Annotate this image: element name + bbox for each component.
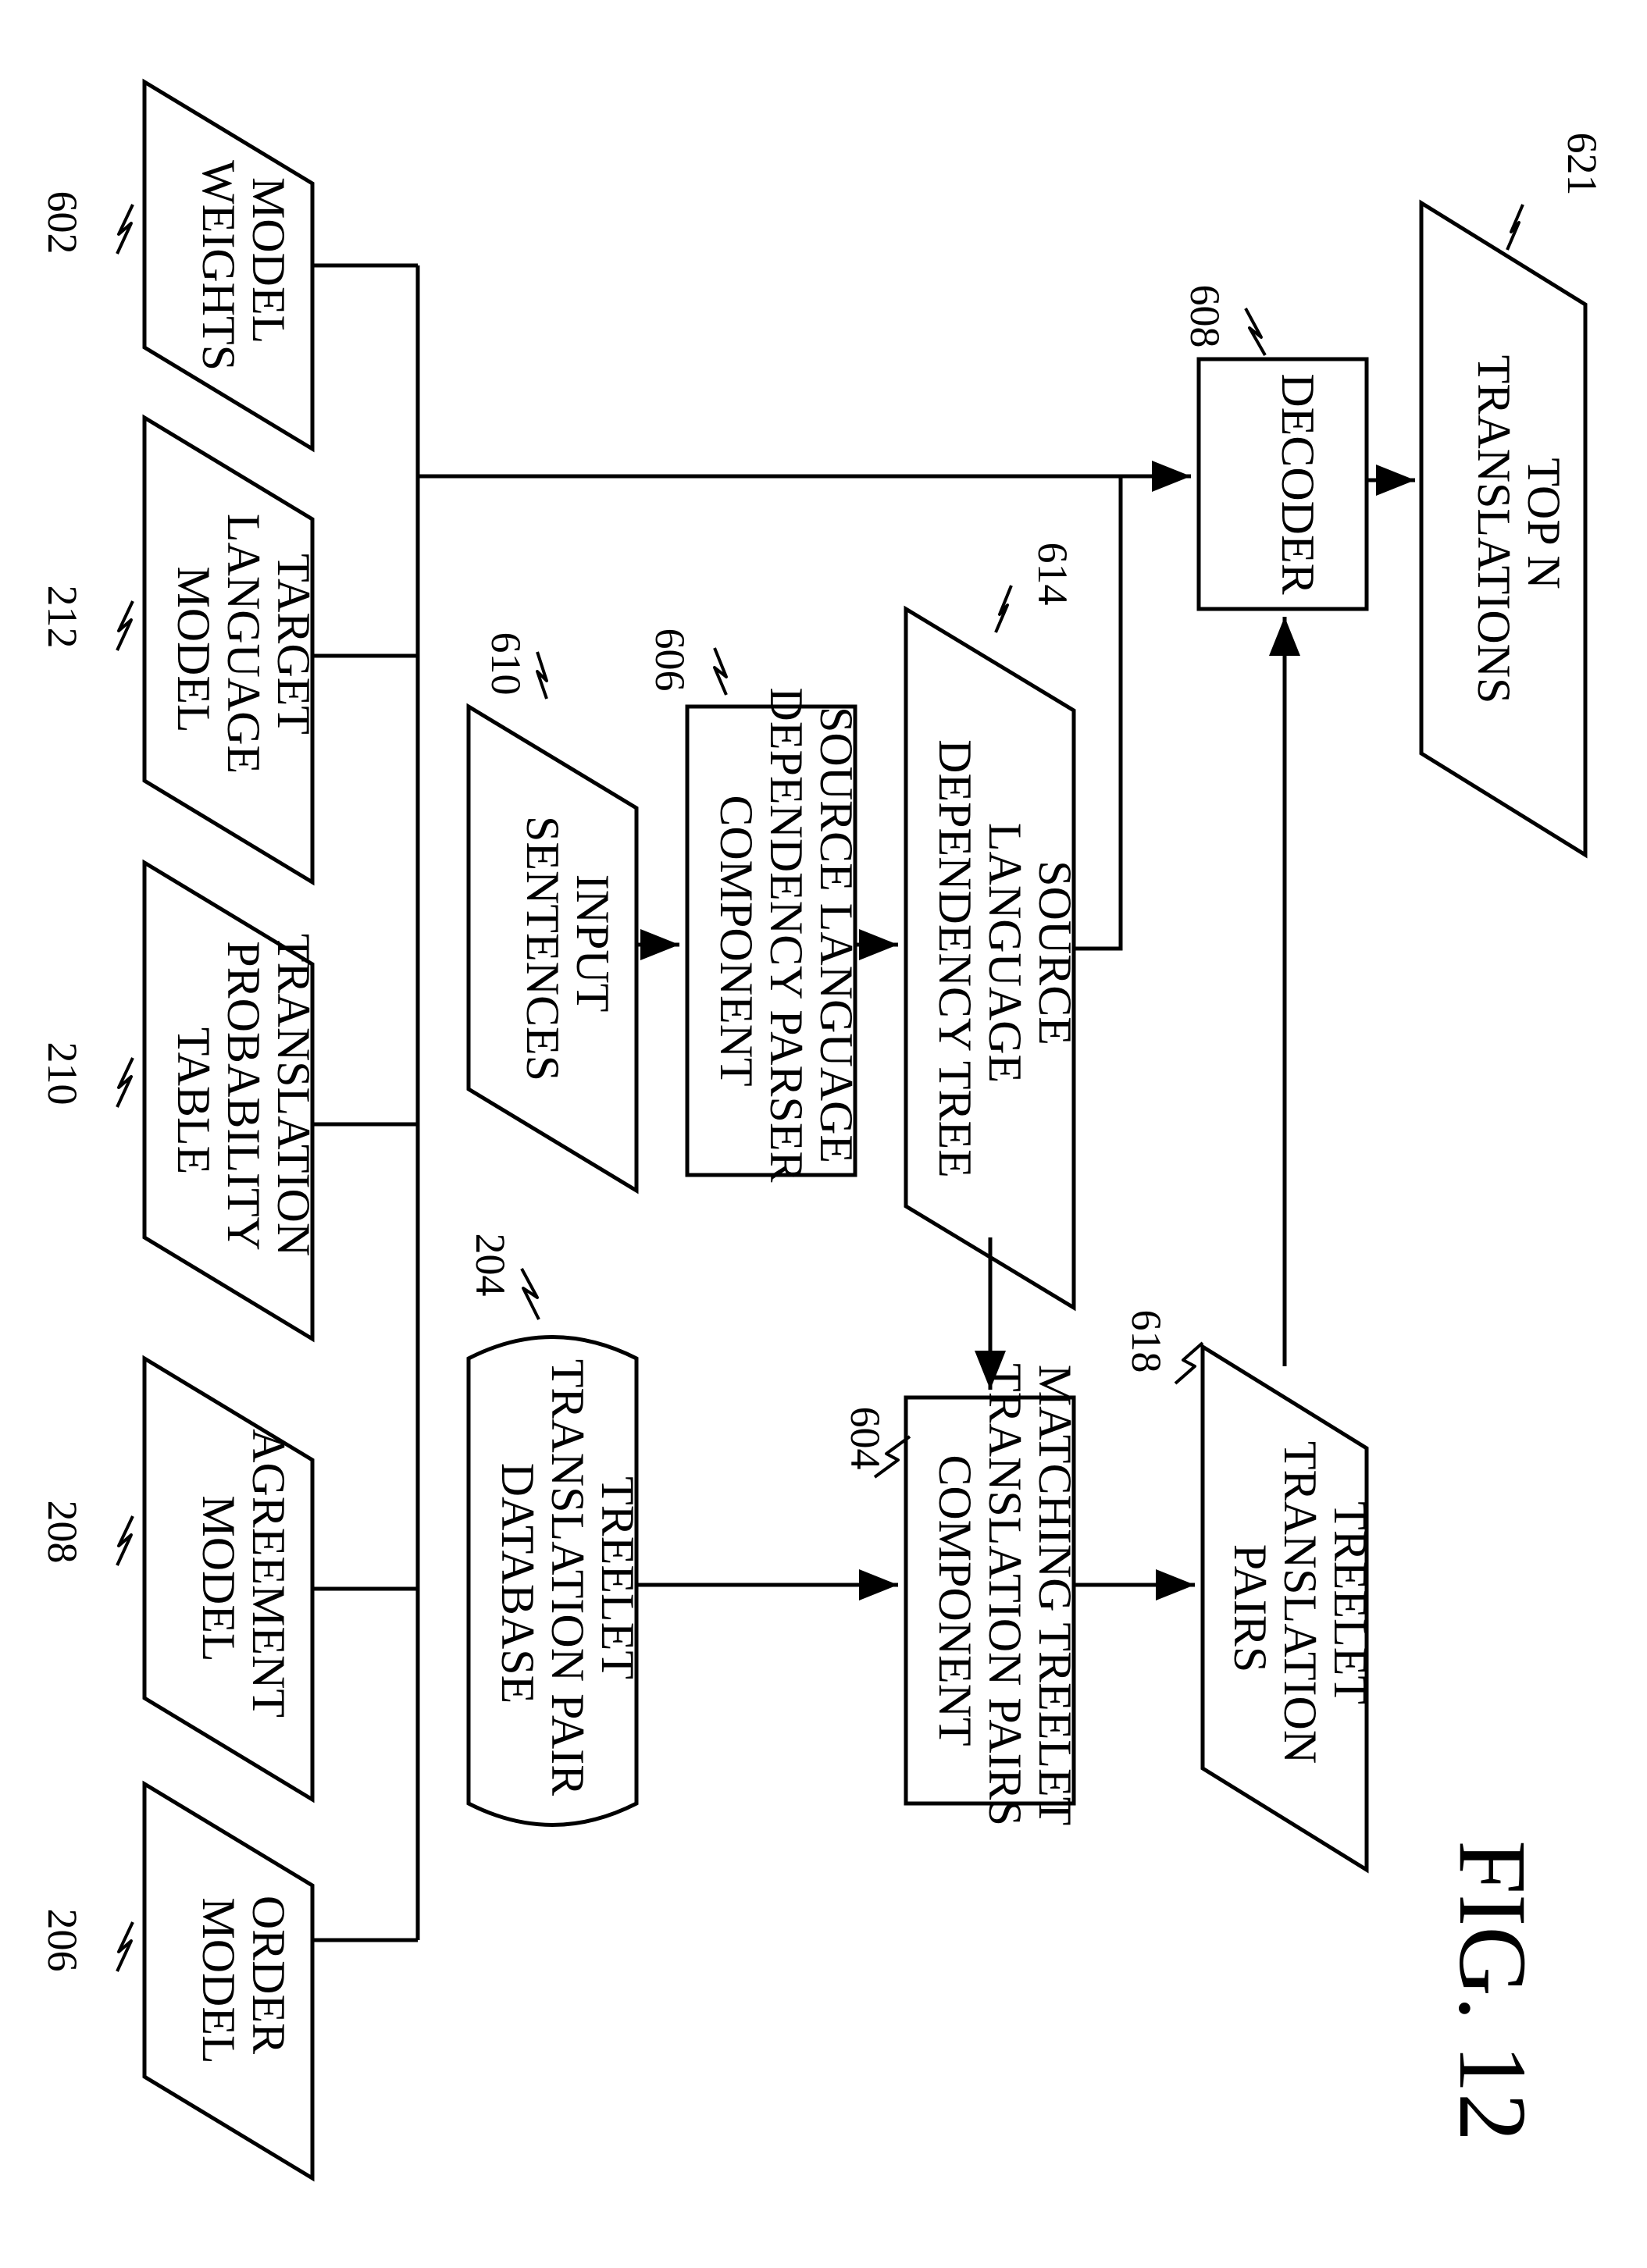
leader-squiggle <box>117 1058 133 1107</box>
label-line: SENTENCES <box>517 816 569 1081</box>
label-line: TREELET <box>1324 1501 1376 1704</box>
node-dependency-tree: SOURCE LANGUAGE DEPENDENCY TREE <box>906 609 1081 1308</box>
refnum-621: 621 <box>1507 133 1606 251</box>
refnum-606: 606 <box>647 628 726 696</box>
refnum-618-text: 618 <box>1123 1310 1170 1373</box>
refnum-608: 608 <box>1182 285 1265 356</box>
refnum-204-text: 204 <box>467 1234 514 1297</box>
label-line: DEPENDENCY PARSER <box>761 687 812 1182</box>
label-line: DEPENDENCY TREE <box>929 739 981 1178</box>
refnum-206: 206 <box>39 1909 133 1972</box>
refnum-212: 212 <box>39 586 133 651</box>
refnum-208-text: 208 <box>39 1501 86 1564</box>
node-top-n-translations: TOP N TRANSLATIONS <box>1421 203 1585 855</box>
node-model-weights: MODEL WEIGHTS <box>144 82 312 449</box>
refnum-204: 204 <box>467 1234 539 1320</box>
refnum-618: 618 <box>1123 1310 1203 1384</box>
refnum-210: 210 <box>39 1042 133 1108</box>
refnum-604-text: 604 <box>842 1407 889 1470</box>
refnum-614: 614 <box>996 543 1076 633</box>
leader-squiggle <box>996 586 1011 632</box>
label-line: LANGUAGE <box>979 823 1031 1083</box>
label-line: PAIRS <box>1225 1544 1276 1673</box>
label-line: MODEL <box>193 1495 244 1661</box>
label-line: DECODER <box>1272 373 1324 594</box>
refnum-602: 602 <box>39 191 133 255</box>
label-line: TRANSLATION <box>268 934 319 1256</box>
refnum-606-text: 606 <box>647 628 693 692</box>
leader-squiggle <box>715 648 726 695</box>
leader-squiggle <box>117 601 133 650</box>
refnum-210-text: 210 <box>39 1042 86 1106</box>
node-treelet-database: TREELET TRANSLATION PAIR DATABASE <box>469 1337 643 1825</box>
label-line: MODEL <box>168 566 219 732</box>
label-line: TARGET <box>268 554 319 734</box>
label-line: SOURCE <box>1029 860 1081 1045</box>
node-agreement-model: AGREEMENT MODEL <box>144 1358 312 1800</box>
refnum-206-text: 206 <box>39 1909 86 1972</box>
node-matching-component: MATCHING TREELET TRANSLATION PAIRS COMPO… <box>906 1363 1081 1838</box>
refnum-610: 610 <box>483 632 547 700</box>
leader-squiggle <box>1507 205 1523 250</box>
refnum-604: 604 <box>842 1407 910 1478</box>
refnum-608-text: 608 <box>1182 285 1228 348</box>
label-line: TABLE <box>168 1027 219 1175</box>
refnum-614-text: 614 <box>1029 543 1076 606</box>
label-line: COMPONENT <box>711 795 762 1086</box>
node-target-language-model: TARGET LANGUAGE MODEL <box>144 418 319 882</box>
label-line: AGREEMENT <box>243 1429 294 1717</box>
leader-squiggle <box>117 1516 133 1565</box>
label-line: TRANSLATION PAIRS <box>979 1363 1031 1826</box>
label-line: TRANSLATIONS <box>1468 355 1520 704</box>
node-parser-component: SOURCE LANGUAGE DEPENDENCY PARSER COMPON… <box>687 687 862 1194</box>
label-line: MATCHING TREELET <box>1029 1365 1081 1825</box>
node-translation-probability-table: TRANSLATION PROBABILITY TABLE <box>144 863 319 1339</box>
node-decoder: DECODER <box>1199 359 1367 609</box>
node-treelet-pairs: TREELET TRANSLATION PAIRS <box>1203 1347 1376 1870</box>
label-line: COMPONENT <box>929 1454 981 1746</box>
refnum-621-text: 621 <box>1559 133 1606 196</box>
refnum-208: 208 <box>39 1501 133 1566</box>
label-line: TRANSLATION <box>1274 1441 1326 1764</box>
leader-squiggle <box>1175 1343 1203 1383</box>
model-weights-label: MODEL WEIGHTS <box>193 160 294 371</box>
label-line: LANGUAGE <box>218 514 269 774</box>
leader-squiggle <box>117 1922 133 1971</box>
label-line: TOP N <box>1518 458 1570 589</box>
leader-squiggle <box>1246 308 1265 355</box>
node-input-sentences: INPUT SENTENCES <box>469 707 636 1191</box>
leader-squiggle <box>117 205 133 254</box>
node-order-model: ORDER MODEL <box>144 1784 312 2178</box>
label-line: TREELET <box>592 1476 643 1679</box>
decoder-label: DECODER <box>1272 373 1324 594</box>
refnum-610-text: 610 <box>483 632 529 696</box>
refnum-212-text: 212 <box>39 586 86 649</box>
figure-label: FIG. 12 <box>1439 1840 1546 2142</box>
label-line: SOURCE LANGUAGE <box>811 707 862 1163</box>
refnum-602-text: 602 <box>39 191 86 255</box>
order-model-label: ORDER MODEL <box>193 1896 294 2066</box>
model-bus <box>312 265 418 1940</box>
label-line: MODEL <box>243 177 294 342</box>
label-line: ORDER <box>243 1896 294 2054</box>
label-line: DATABASE <box>492 1463 544 1704</box>
label-line: TRANSLATION PAIR <box>542 1359 594 1796</box>
label-line: MODEL <box>193 1897 244 2063</box>
label-line: INPUT <box>567 874 619 1012</box>
leader-squiggle <box>537 652 547 699</box>
leader-squiggle <box>522 1269 539 1319</box>
label-line: PROBABILITY <box>218 941 269 1249</box>
label-line: WEIGHTS <box>193 160 244 371</box>
